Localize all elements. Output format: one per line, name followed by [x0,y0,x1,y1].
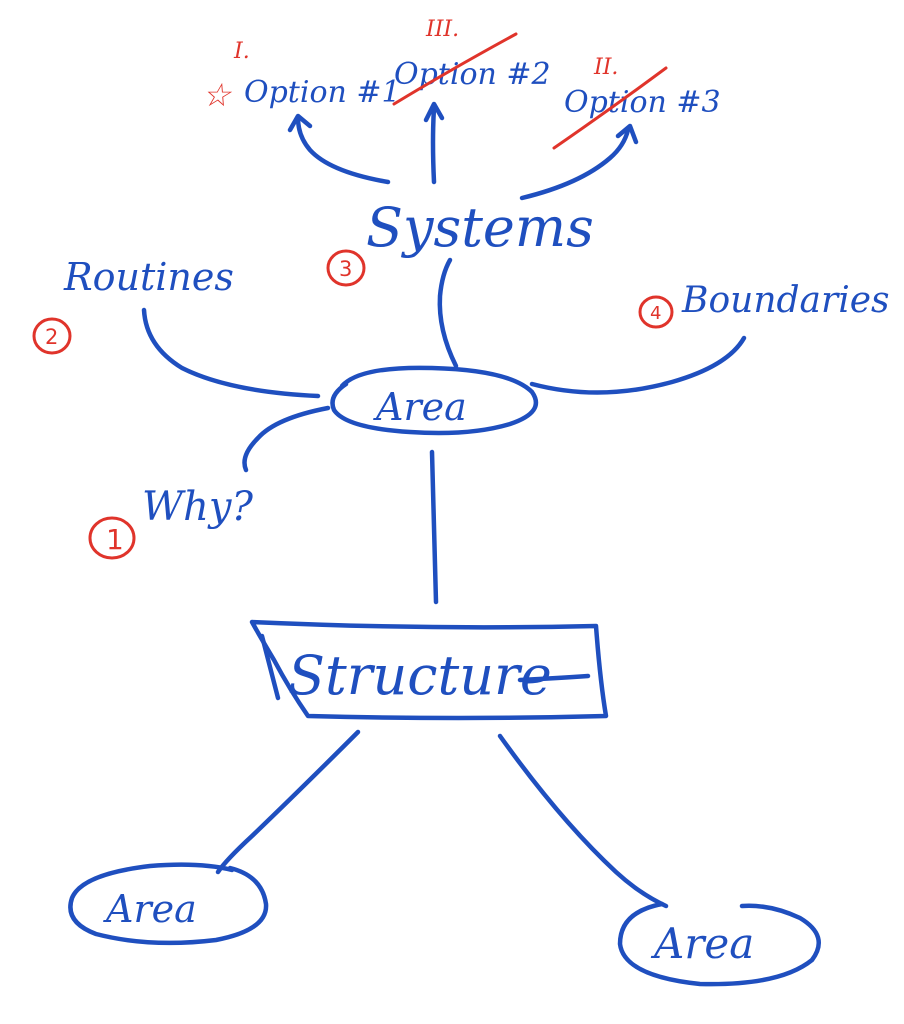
connector-structure-right-area [497,733,669,909]
routines-label: Routines [63,255,234,299]
why-label: Why? [142,484,253,530]
center-area-label: Area [373,385,467,429]
structure-underline [517,673,591,683]
svg-text:2: 2 [45,325,58,349]
step-number-why: 1 [88,516,136,560]
systems-label: Systems [366,196,594,259]
svg-text:4: 4 [650,303,661,324]
structure-label: Structure [288,644,552,707]
option-1-star-icon: ☆ [202,76,233,114]
svg-text:3: 3 [339,257,352,281]
structure-box-edge [259,633,281,701]
arrowhead-option2 [423,101,445,123]
connector-systems-option3 [519,127,631,201]
bottom-left-area-ellipse [68,862,269,946]
option-2-label: Option #2 [394,57,551,92]
option-3-label: Option #3 [564,85,721,120]
connector-area-routines [141,307,321,399]
option-1-label: Option #1 [244,75,401,110]
step-number-routines: 2 [32,317,72,355]
connector-area-boundaries [529,335,747,395]
connector-area-structure [429,449,439,605]
option-1-rank: I. [233,39,250,64]
structure-box [249,619,609,721]
connector-area-why [242,405,331,473]
center-area-ellipse [330,365,539,436]
svg-text:1: 1 [106,523,124,556]
step-number-boundaries: 4 [638,295,674,329]
connector-structure-left-area [215,729,361,875]
arrowhead-option3 [615,123,639,145]
arrowhead-option1 [287,113,313,133]
bottom-left-area-label: Area [103,887,197,931]
option-3-strikethrough [552,66,668,150]
connector-systems-option2 [430,105,437,185]
option-3-rank-text: II. [593,55,618,80]
bottom-right-area-ellipse [617,901,821,987]
step-number-systems: 3 [326,249,366,287]
boundaries-label: Boundaries [681,280,890,321]
connector-area-systems [437,257,459,369]
option-2-strikethrough [392,32,518,106]
connector-systems-option1 [295,115,391,185]
option-2-rank: III. [425,17,459,42]
bottom-right-area-label: Area [650,919,754,968]
